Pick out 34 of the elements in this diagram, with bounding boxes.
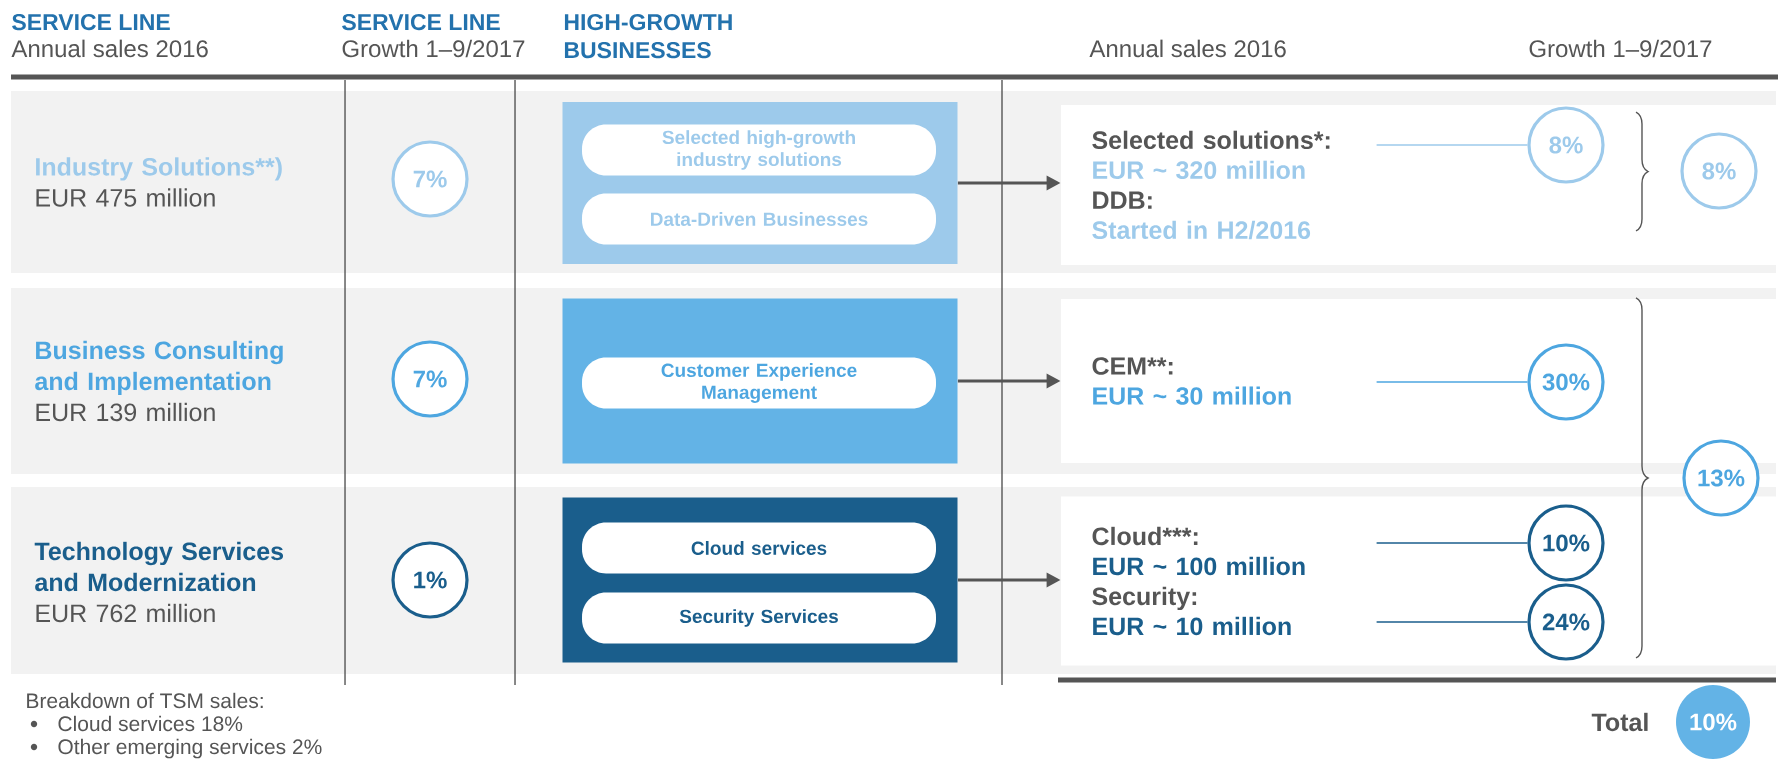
footnote: Breakdown of TSM sales: (27, 692, 263, 709)
total-label: Total (1591, 712, 1648, 732)
node-label: Cloud***: (1092, 526, 1198, 546)
node-label: Selected solutions*: (1092, 130, 1330, 150)
node-label: EUR ~ 30 million (1093, 386, 1291, 405)
node-label: 13% (1698, 469, 1745, 487)
business-pill: Customer Experience Management (582, 357, 936, 409)
business-pill: Security Services (582, 592, 936, 644)
node-label: EUR ~ 320 million (1093, 160, 1305, 180)
column-subheading: Growth 1–9/2017 (342, 39, 525, 58)
business-pill: Data-Driven Businesses (582, 193, 936, 245)
service-line-label: Industry Solutions**) EUR 475 million (36, 157, 282, 207)
leader-line (1375, 542, 1529, 544)
node-label: EUR ~ 10 million (1093, 616, 1291, 636)
leader-line (1375, 144, 1529, 146)
business-pill: Cloud services (582, 522, 936, 574)
node-label: CEM**: (1092, 357, 1173, 375)
service-line-label: Business Consulting and Implementation EUR 139 million (35, 340, 283, 422)
footnote: Other emerging services 2% (58, 738, 322, 759)
node-label: DDB: (1093, 191, 1152, 209)
node-label: Started in H2/2016 (1092, 220, 1311, 240)
column-subheading: Annual sales 2016 (11, 39, 208, 58)
column-subheading: Annual sales 2016 (1089, 39, 1286, 58)
footnote: Cloud services 18% (58, 715, 243, 732)
service-line-label: Technology Services and Modernization EUR 762 million (34, 541, 284, 623)
column-heading: SERVICE LINE (342, 13, 500, 31)
leader-line (1375, 621, 1529, 623)
column-subheading: Growth 1–9/2017 (1529, 39, 1712, 58)
node-label: Security: (1092, 586, 1197, 611)
business-pill: Selected high-growth industry solutions (582, 124, 936, 176)
column-heading: SERVICE LINE (12, 13, 170, 31)
leader-line (1375, 381, 1529, 383)
column-heading: HIGH-GROWTH BUSINESSES (564, 13, 732, 59)
node-label: EUR ~ 100 million (1093, 556, 1305, 576)
